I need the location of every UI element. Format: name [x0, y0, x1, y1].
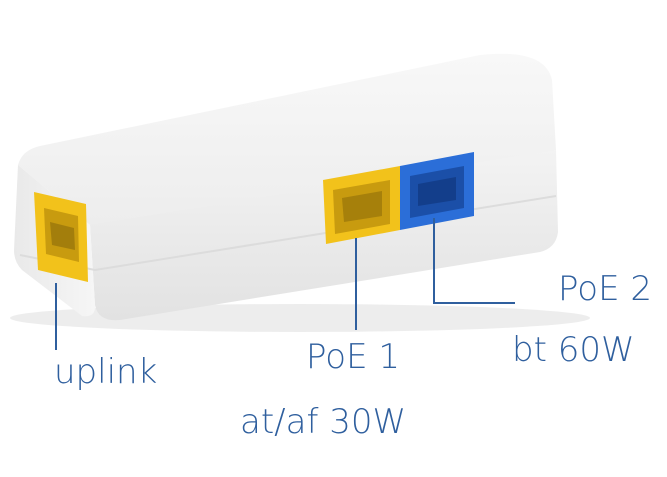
- device-top-face: [18, 53, 556, 238]
- poe2-spec-label: bt 60W: [512, 330, 635, 370]
- uplink-label: uplink: [54, 352, 158, 392]
- poe2-label: PoE 2: [558, 269, 653, 309]
- poe1-spec-label: at/af 30W: [240, 402, 407, 442]
- poe1-label: PoE 1: [306, 337, 401, 377]
- poe2-port: [400, 152, 474, 230]
- poe2-leader-line: [433, 218, 515, 304]
- uplink-port: [34, 192, 88, 282]
- poe1-port: [323, 166, 400, 244]
